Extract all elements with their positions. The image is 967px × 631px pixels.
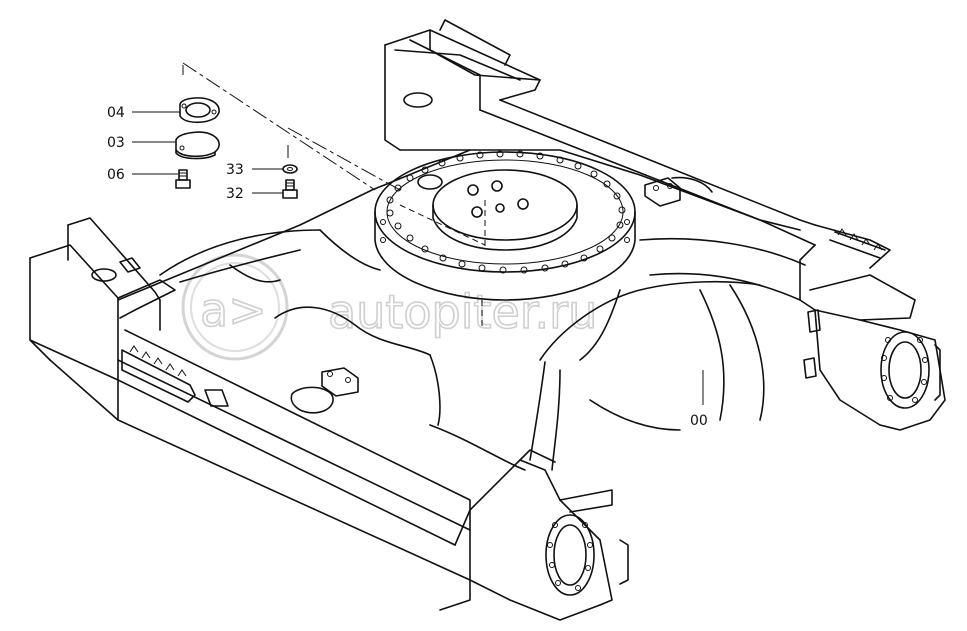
callout-04: 04: [107, 105, 125, 121]
callout-32: 32: [226, 186, 244, 202]
watermark-logo-mark: a>: [200, 283, 267, 337]
rear-housing-bolts: [881, 337, 928, 403]
left-track-guide-teeth: [121, 345, 196, 403]
watermark: a> autopiter.ru: [181, 253, 598, 361]
swing-circle-bolts: [380, 150, 630, 274]
front-housing-bolts: [547, 522, 593, 591]
front-idler-bracket: [454, 449, 629, 621]
callout-labels: 04 03 06 33 32 00: [107, 105, 708, 429]
swing-circle: [374, 150, 636, 330]
right-track-frame: [384, 19, 816, 231]
callout-03: 03: [107, 135, 125, 151]
callout-33: 33: [226, 162, 244, 178]
part-06-bolt: [175, 169, 191, 189]
center-joint-bolts: [467, 180, 529, 218]
part-32-bolt: [282, 179, 298, 199]
center-x-frame: [117, 149, 816, 471]
left-track-frame: [29, 217, 471, 611]
callout-leaders: [132, 111, 704, 405]
left-frame-bracket: [321, 367, 359, 397]
watermark-logo-circle: [181, 253, 289, 361]
part-33-washer: [282, 164, 298, 174]
watermark-logo-circle-inner: [190, 262, 280, 352]
watermark-text: autopiter.ru: [328, 285, 597, 339]
callout-00: 00: [690, 413, 708, 429]
rear-sprocket-housing: [799, 224, 946, 431]
callout-06: 06: [107, 167, 125, 183]
part-04-gasket: [179, 97, 220, 124]
exploded-parts: [175, 62, 401, 199]
part-03-cover: [175, 131, 220, 160]
